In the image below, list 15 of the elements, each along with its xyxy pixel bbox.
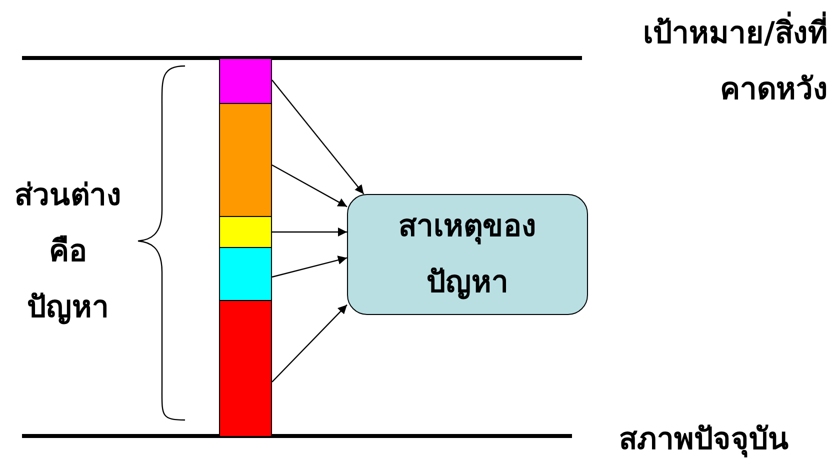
box-text: สาเหตุของปัญหา [398,208,538,302]
cause-box [347,194,588,315]
arrow [272,228,347,236]
bar-segment [219,247,272,301]
arrow [272,164,348,208]
bar-segment [219,300,272,437]
goal-label: เป้าหมาย/สิ่งที่คาดหวัง [592,6,828,118]
gap-label: ส่วนต่างคือปัญหา [14,177,122,327]
current-state-label: สภาพปัจจุบัน [618,421,790,460]
arrow [272,304,348,382]
bar-segment [219,103,272,217]
arrow [272,80,364,194]
bar-segment [219,58,272,104]
arrow [272,256,348,278]
bar-segment [219,216,272,248]
